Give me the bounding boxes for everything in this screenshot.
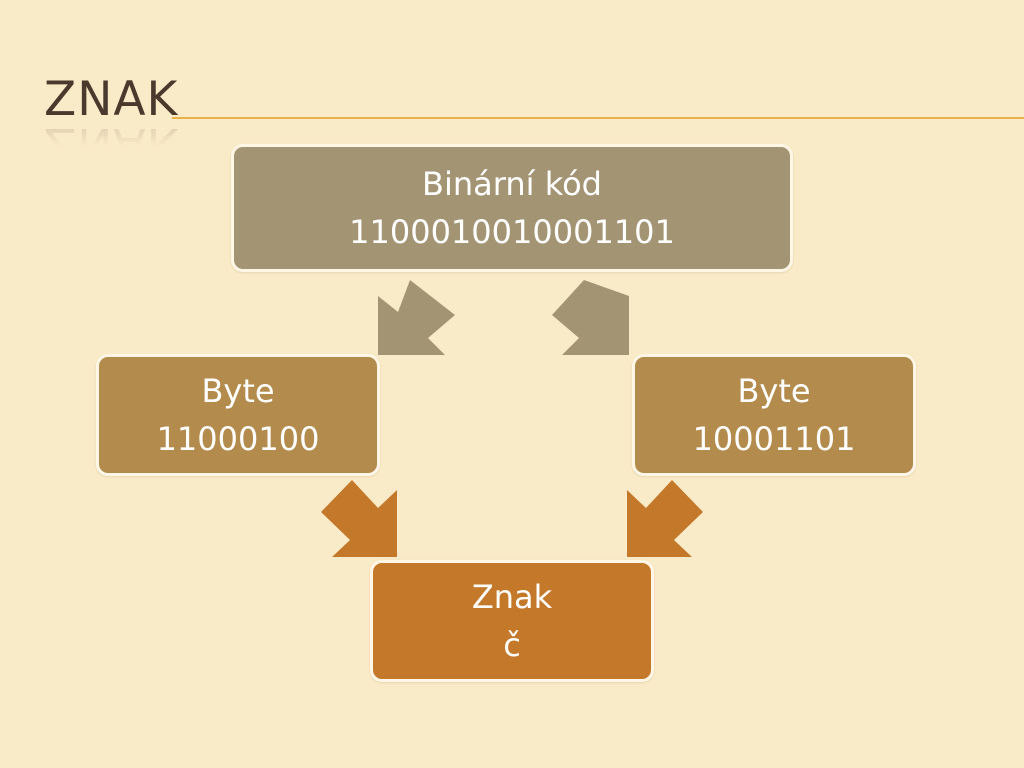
byte-left-label: Byte	[201, 372, 275, 410]
binary-code-label: Binární kód	[422, 165, 602, 203]
character-box: Znak č	[370, 560, 654, 682]
title-underline	[172, 117, 1024, 119]
character-value: č	[503, 626, 521, 664]
title-block: ZNAK ZNAK	[44, 72, 184, 172]
arrow-down-right-upper	[552, 280, 629, 355]
binary-code-box: Binární kód 1100010010001101	[231, 144, 793, 272]
byte-box-left: Byte 11000100	[96, 354, 380, 476]
character-label: Znak	[471, 578, 553, 616]
arrow-down-right-lower	[321, 480, 397, 557]
arrow-down-left-lower	[627, 480, 703, 557]
byte-left-value: 11000100	[156, 420, 320, 458]
byte-right-label: Byte	[737, 372, 811, 410]
slide-title: ZNAK	[44, 72, 179, 127]
byte-box-right: Byte 10001101	[632, 354, 916, 476]
byte-right-value: 10001101	[692, 420, 856, 458]
arrow-down-left-upper	[378, 280, 455, 355]
binary-code-value: 1100010010001101	[349, 213, 675, 251]
